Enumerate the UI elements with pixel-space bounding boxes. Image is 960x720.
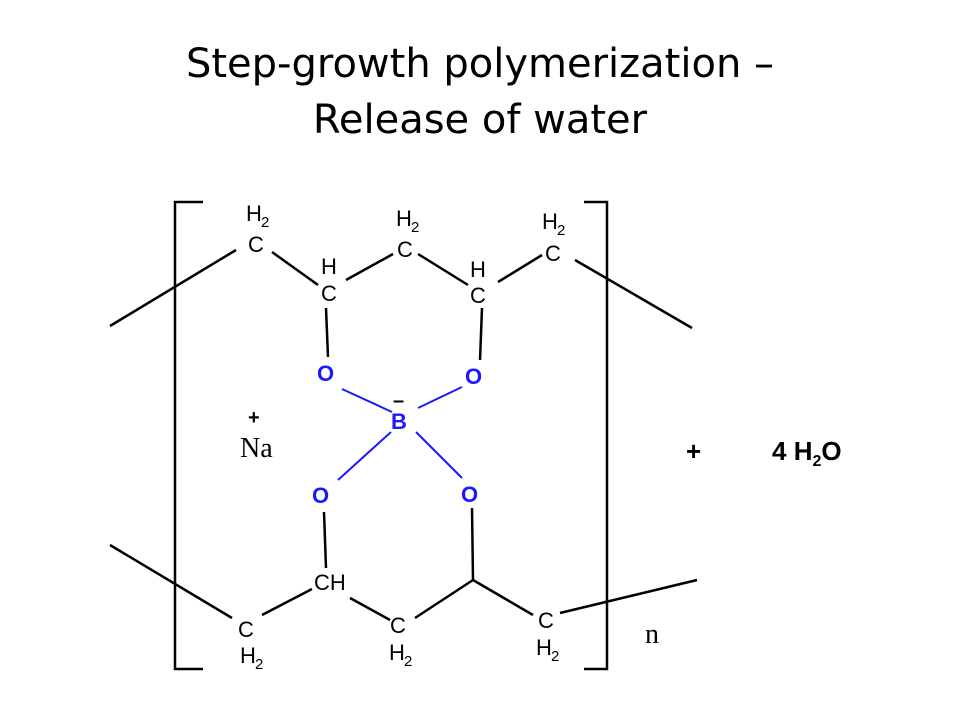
upper-carbon-4-symbol: C [470, 283, 486, 308]
water-formula-subscript: 2 [812, 453, 822, 471]
left-bracket [173, 200, 203, 671]
lower-carbon-3-hydrogen-count: 2 [404, 653, 412, 670]
upper-carbon-3-hydrogen: H [396, 206, 412, 231]
upper-carbon-4-hydrogen: H [470, 257, 486, 282]
lower-carbon-1-hydrogen: H [240, 643, 256, 668]
lower-ch-group: CH [314, 570, 346, 595]
lower-carbon-1-hydrogen-count: 2 [255, 656, 263, 673]
oxygen-lower-right: O [461, 482, 478, 507]
upper-carbon-4: H C [470, 257, 486, 308]
upper-carbon-3-symbol: C [397, 237, 413, 262]
lower-carbon-4-hydrogen: H [536, 635, 552, 660]
plus-sign: + [686, 436, 702, 466]
upper-carbon-2-hydrogen: H [321, 254, 337, 279]
water-formula-h: H [793, 436, 813, 466]
upper-carbon-2: H C [321, 254, 337, 306]
slide-title-line-2: Release of water [312, 97, 648, 143]
upper-carbon-5-hydrogen-count: 2 [557, 222, 565, 239]
oxygen-upper-left: O [317, 361, 334, 386]
lower-carbon-4: C H 2 [536, 608, 559, 665]
water-coefficient: 4 [772, 436, 787, 466]
upper-carbon-1-hydrogen-count: 2 [261, 214, 269, 231]
right-bracket [584, 200, 609, 671]
sodium-positive-charge: + [248, 407, 260, 429]
lower-carbon-1-symbol: C [238, 617, 254, 642]
boron-negative-charge: – [393, 390, 404, 412]
sodium-counter-ion: Na [240, 433, 273, 464]
lower-chain-bonds [109, 507, 698, 622]
repeat-unit-index: n [645, 619, 659, 650]
upper-carbon-1: H 2 C [246, 201, 269, 257]
upper-carbon-1-hydrogen: H [246, 201, 262, 226]
upper-carbon-2-symbol: C [321, 281, 337, 306]
lower-carbon-3-hydrogen: H [389, 640, 405, 665]
upper-carbon-5-symbol: C [545, 241, 561, 266]
slide-title-line-1: Step-growth polymerization – [185, 41, 775, 87]
lower-carbon-1: C H 2 [238, 617, 263, 673]
lower-carbon-4-symbol: C [538, 608, 554, 633]
water-byproduct: +4 H2O [686, 436, 842, 471]
upper-chain-bonds [109, 248, 693, 361]
lower-carbon-4-hydrogen-count: 2 [551, 648, 559, 665]
upper-carbon-3: H 2 C [396, 206, 419, 262]
oxygen-lower-left: O [312, 483, 329, 508]
oxygen-upper-right: O [465, 364, 482, 389]
water-formula-o: O [821, 436, 842, 466]
upper-carbon-5: H 2 C [542, 209, 565, 266]
upper-carbon-3-hydrogen-count: 2 [411, 219, 419, 236]
boron-atom: B [391, 409, 407, 434]
lower-carbon-3: C H 2 [389, 613, 412, 670]
upper-carbon-1-symbol: C [248, 232, 264, 257]
boron-bonds [337, 386, 463, 481]
slide-title: Step-growth polymerization – Release of … [0, 36, 960, 148]
lower-carbon-3-symbol: C [390, 613, 406, 638]
upper-carbon-5-hydrogen: H [542, 209, 558, 234]
